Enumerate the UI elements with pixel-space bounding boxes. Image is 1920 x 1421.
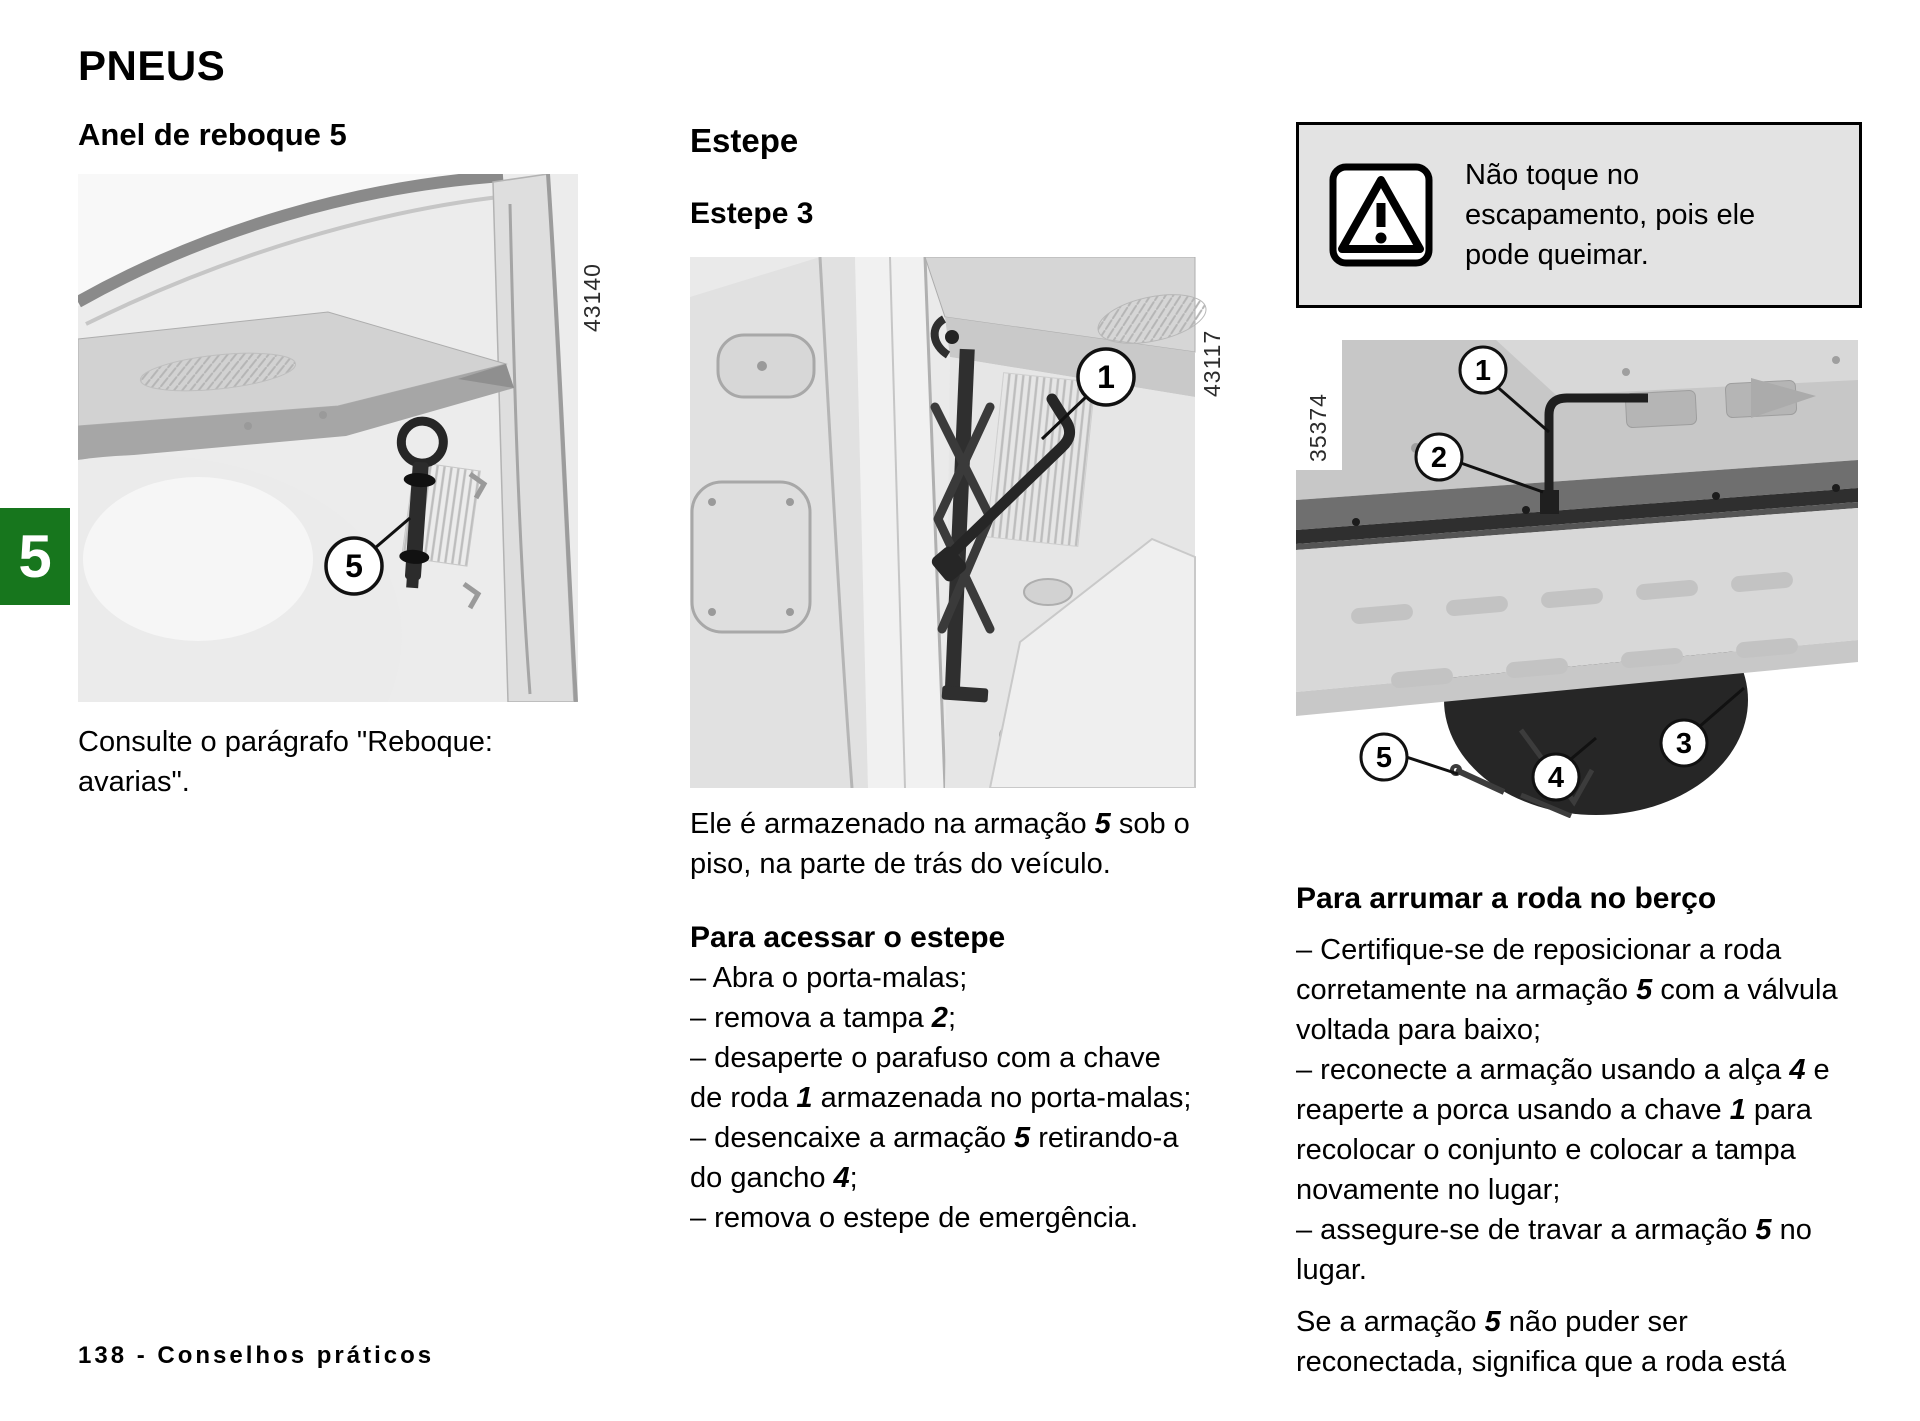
page-title: PNEUS bbox=[78, 42, 226, 89]
list-item: – Certifique-se de reposicionar a roda c… bbox=[1296, 934, 1838, 1046]
callout-1-circle bbox=[1458, 345, 1508, 395]
figure-id-35374: 35374 bbox=[1305, 393, 1331, 462]
warning-triangle-icon bbox=[1329, 163, 1433, 267]
right-heading: Para arrumar a roda no berço bbox=[1296, 882, 1717, 915]
right-list: – Certifique-se de reposicionar a roda c… bbox=[1296, 930, 1862, 1290]
callout-5-circle bbox=[1359, 732, 1409, 782]
list-item: – desencaixe a armação 5 retirando-a do … bbox=[690, 1122, 1179, 1194]
jack-icon bbox=[930, 315, 995, 703]
middle-list: – Abra o porta-malas; – remova a tampa 2… bbox=[690, 958, 1195, 1238]
chapter-tab: 5 bbox=[0, 508, 70, 605]
figure-id-43140: 43140 bbox=[579, 263, 605, 332]
callout-5-circle bbox=[324, 536, 384, 596]
jack-wrench-illustration: 1 43117 bbox=[690, 257, 1235, 788]
middle-subheading: Estepe 3 bbox=[690, 197, 814, 230]
warning-text: Não toque no escapamento, pois ele pode … bbox=[1465, 159, 1756, 271]
towing-eye-illustration: 5 43140 bbox=[78, 174, 626, 702]
warning-box: Não toque no escapamento, pois ele pode … bbox=[1296, 122, 1862, 308]
callout-1-circle bbox=[1076, 347, 1136, 407]
left-heading: Anel de reboque 5 bbox=[78, 117, 347, 152]
callout-4-circle bbox=[1531, 752, 1581, 802]
list-item: – desaperte o parafuso com a chave de ro… bbox=[690, 1042, 1192, 1114]
callout-2-label: 2 bbox=[1431, 442, 1447, 474]
callout-3-label: 3 bbox=[1676, 728, 1692, 760]
middle-heading: Estepe bbox=[690, 122, 799, 159]
middle-column: Estepe Estepe 3 bbox=[690, 122, 1235, 1238]
middle-intro: Ele é armazenado na armação 5 sob o piso… bbox=[690, 808, 1190, 880]
figure-jack-wrench: 1 43117 bbox=[690, 257, 1235, 788]
callout-4-label: 4 bbox=[1548, 762, 1564, 794]
list-item: – remova o estepe de emergência. bbox=[690, 1202, 1139, 1234]
callout-1-label: 1 bbox=[1097, 359, 1115, 395]
callout-5-label: 5 bbox=[345, 548, 363, 584]
right-column: Não toque no escapamento, pois ele pode … bbox=[1296, 122, 1862, 1382]
page-footer: 138 - Conselhos práticos bbox=[78, 1342, 435, 1369]
left-caption: Consulte o parágrafo "Reboque: avarias". bbox=[78, 726, 493, 798]
list-item: – Abra o porta-malas; bbox=[690, 962, 968, 994]
chapter-tab-number: 5 bbox=[18, 523, 52, 590]
figure-towing-eye: 5 43140 bbox=[78, 174, 626, 702]
spare-wheel-illustration: 1 2 3 4 5 35374 bbox=[1296, 340, 1858, 818]
towing-eye-icon bbox=[396, 416, 448, 589]
list-item: – reconecte a armação usando a alça 4 e … bbox=[1296, 1054, 1830, 1206]
wrench-in-socket-icon bbox=[1540, 393, 1648, 514]
bumper-vents bbox=[1351, 571, 1798, 689]
callout-5-label: 5 bbox=[1376, 742, 1392, 774]
callout-1-label: 1 bbox=[1475, 355, 1491, 387]
callout-2-circle bbox=[1414, 432, 1464, 482]
middle-list-heading: Para acessar o estepe bbox=[690, 921, 1006, 954]
wheel-wrench-icon bbox=[931, 393, 1076, 582]
figure-id-43117: 43117 bbox=[1199, 330, 1225, 397]
list-item: – assegure-se de travar a armação 5 no l… bbox=[1296, 1214, 1812, 1286]
callout-3-circle bbox=[1659, 718, 1709, 768]
right-closing: Se a armação 5 não puder ser reconectada… bbox=[1296, 1306, 1787, 1378]
figure-spare-wheel-cradle: 1 2 3 4 5 35374 bbox=[1296, 340, 1858, 818]
list-item: – remova a tampa 2; bbox=[690, 1002, 956, 1034]
left-column: PNEUS Anel de reboque 5 bbox=[78, 42, 626, 802]
